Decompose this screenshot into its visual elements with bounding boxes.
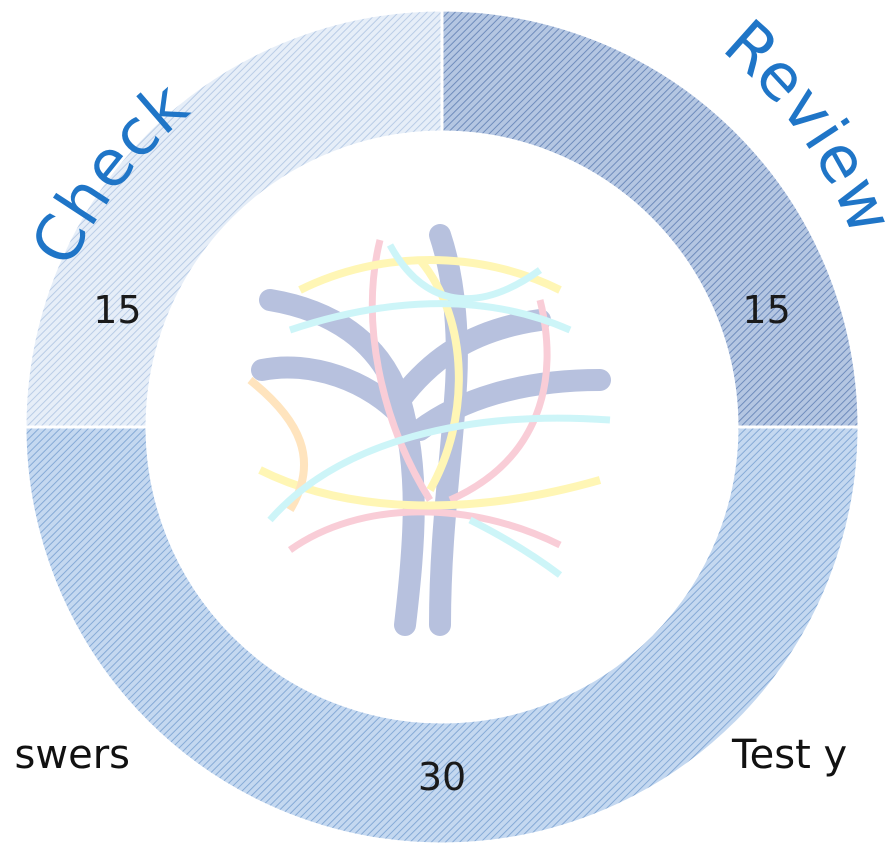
value-label-review: 15 bbox=[742, 288, 790, 332]
value-label-test-yourself: 30 bbox=[418, 755, 466, 799]
segment-check-answers bbox=[23, 8, 444, 429]
value-label-check-answers: 15 bbox=[93, 288, 141, 332]
side-label-right: Test y bbox=[732, 732, 848, 778]
segment-test-yourself bbox=[23, 425, 861, 846]
segment-review bbox=[440, 8, 861, 429]
tree-logo-icon bbox=[247, 224, 611, 636]
side-label-left: swers bbox=[14, 732, 130, 778]
